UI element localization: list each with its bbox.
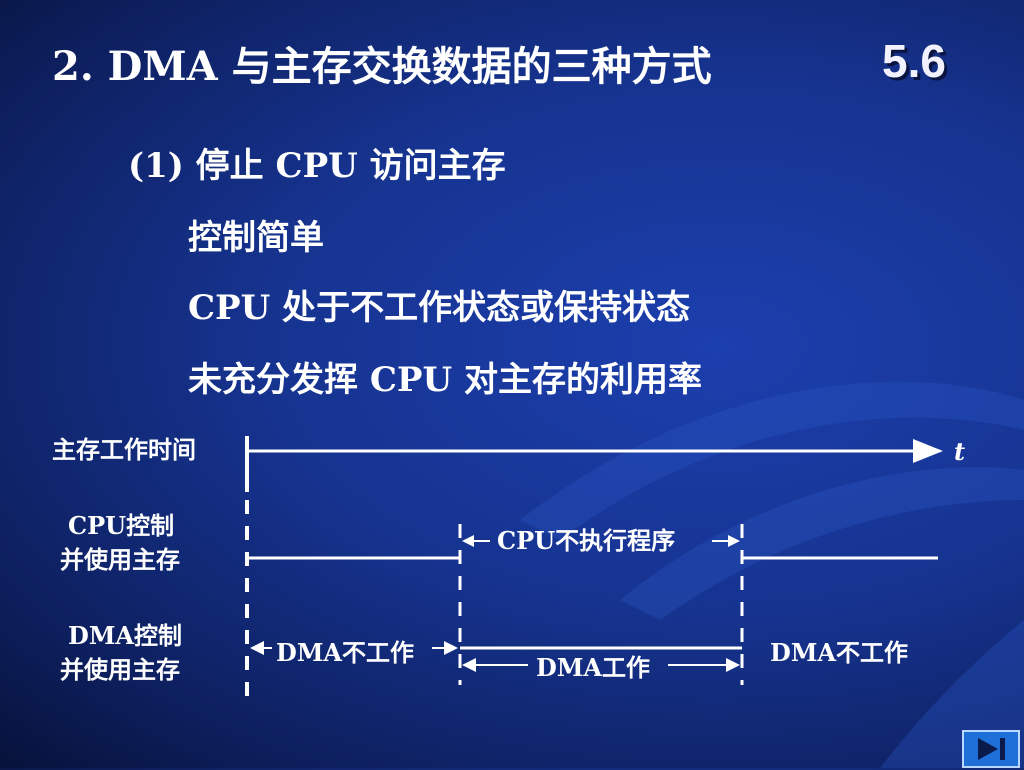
point-cpu-underused: 未充分发挥 CPU 对主存的利用率 — [188, 360, 702, 400]
time-axis-label: t — [954, 437, 966, 466]
point-simple-control: 控制简单 — [188, 218, 324, 258]
dma-idle-right-label: DMA不工作 — [770, 638, 908, 667]
row-label-dma-line1: DMA控制 — [68, 621, 182, 650]
row-label-cpu-line2: 并使用主存 — [60, 545, 180, 574]
method-heading: (1) 停止 CPU 访问主存 — [128, 146, 506, 186]
point-cpu-idle-state: CPU 处于不工作状态或保持状态 — [188, 288, 691, 328]
row-label-dma-line2: 并使用主存 — [60, 655, 180, 684]
dma-idle-left-label: DMA不工作 — [276, 638, 414, 667]
cpu-idle-label: CPU不执行程序 — [497, 526, 676, 555]
dma-active-label: DMA工作 — [536, 653, 650, 682]
section-number: 5.6 — [882, 35, 946, 87]
play-end-icon — [978, 738, 1005, 760]
row-label-cpu-line1: CPU控制 — [68, 511, 175, 540]
slide-title: 2. DMA 与主存交换数据的三种方式 — [52, 43, 712, 90]
next-slide-button[interactable] — [962, 730, 1020, 768]
row-label-memory: 主存工作时间 — [52, 435, 196, 464]
